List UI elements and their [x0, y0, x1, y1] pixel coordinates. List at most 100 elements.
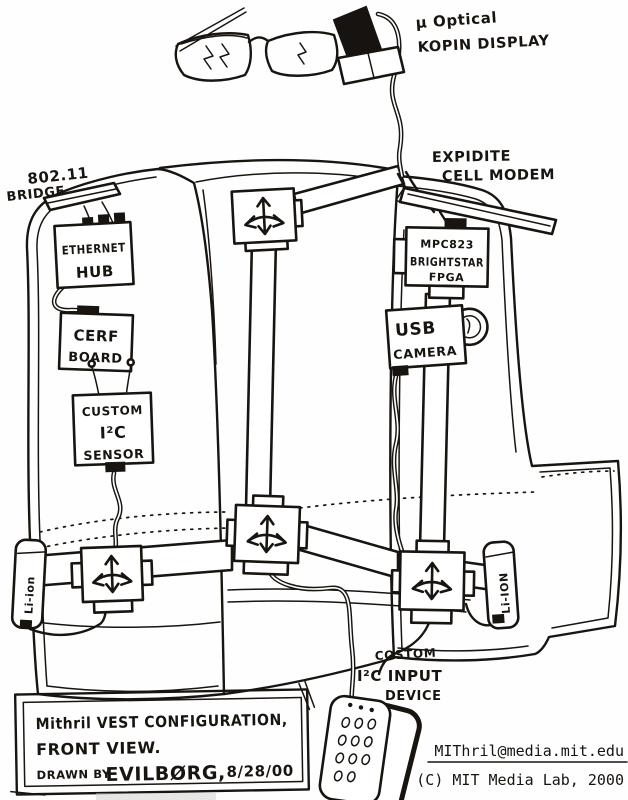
- battery-right-cap-line: [485, 551, 515, 558]
- sensor-antenna-right: [125, 364, 132, 393]
- lens-glint-icon: [297, 42, 307, 65]
- title-box-corner-overshoot-2: [304, 680, 316, 709]
- camera-cable: [391, 373, 406, 557]
- camera-cable-inner: [393, 375, 404, 555]
- sensor-cable-inner: [112, 472, 122, 551]
- device-button: [333, 770, 343, 782]
- input-device-label-line2: I²C INPUT: [357, 667, 442, 685]
- i2c-junction-bottom-right: [390, 539, 476, 625]
- i2c-junction-center: [225, 494, 309, 577]
- battery-right-terminal: [492, 613, 505, 624]
- modem-bar: [398, 186, 558, 236]
- title-box-inner: [22, 696, 304, 788]
- cell-modem: EXPIDITE CELL MODEM: [395, 149, 558, 236]
- battery-right-label: Li-ION: [497, 572, 513, 614]
- left-pocket-hem-line: [35, 621, 221, 628]
- glasses-left-lens-inner-line: [180, 34, 248, 45]
- waist-dashed-arc-left-1: [39, 511, 231, 533]
- bottom-right-junction-wire: [377, 610, 434, 676]
- device-button: [367, 718, 377, 730]
- vest-left-front-edge-line: [202, 189, 217, 365]
- device-button: [335, 752, 345, 764]
- lens-glint-icon: [203, 45, 214, 70]
- title-box-corner-overshoot-3: [10, 790, 46, 796]
- sensor-to-junction-cable: [111, 470, 123, 553]
- sensor-connector: [105, 461, 126, 473]
- battery-left-terminal: [19, 619, 33, 630]
- modem-label-line2: CELL MODEM: [442, 167, 555, 185]
- vest-collar-top-line: [158, 158, 398, 172]
- i2c-sensor: CUSTOM I²C SENSOR: [71, 358, 155, 473]
- bridge-bar-inner-line: [47, 188, 117, 204]
- device-button: [363, 736, 373, 748]
- i2c-input-device: COSTOM I²C INPUT DEVICE: [318, 646, 442, 800]
- copyright-text: (C) MIT Media Lab, 2000: [416, 771, 624, 789]
- fpga-label-line3: FPGA: [429, 271, 465, 285]
- sensor-label-line3: SENSOR: [83, 446, 144, 463]
- junction-to-input-device-cable: [265, 565, 357, 711]
- glasses-left-lens: [174, 32, 253, 82]
- glasses-bridge: [247, 36, 270, 44]
- display-mount-divider: [367, 52, 375, 79]
- glasses: [174, 5, 406, 86]
- battery-right: Li-ION: [482, 540, 520, 630]
- battery-right-body: [482, 540, 520, 630]
- device-cable-inner: [267, 567, 355, 709]
- device-button: [361, 754, 371, 766]
- fpga-connector: [444, 217, 467, 229]
- modem-bar-left-tip: [395, 187, 405, 203]
- title-line2: FRONT VIEW.: [36, 738, 161, 759]
- hub-box: [53, 220, 135, 290]
- sensor-antenna-left: [91, 365, 100, 396]
- hub-connector-2: [97, 214, 110, 224]
- waist-dashed-arc-right: [299, 491, 537, 509]
- cerf-label-line1: CERF: [73, 326, 119, 346]
- fpga-bottom-plate: [427, 284, 465, 300]
- input-device-label-line1: COSTOM: [374, 646, 436, 663]
- camera-lens-glint-icon: [466, 318, 471, 334]
- vest-left-panel: [25, 167, 226, 701]
- camera-label-line2: CAMERA: [393, 343, 458, 362]
- glasses-right-lens: [264, 30, 339, 77]
- lens-glint-icon: [219, 43, 230, 68]
- camera-tag: [384, 303, 468, 370]
- fpga-board: MPC823 BRIGHTSTAR FPGA: [392, 217, 490, 300]
- camera-label-line1: USB: [394, 318, 436, 341]
- display-cable-inner: [377, 13, 403, 177]
- fpga-label-line1: MPC823: [420, 238, 474, 252]
- device-button: [354, 717, 364, 729]
- title-credit-prefix: DRAWN BY: [36, 767, 111, 782]
- glasses-temple-line2: [179, 11, 247, 52]
- sensor-label-line2: I²C: [100, 423, 127, 443]
- sensor-label-line1: CUSTOM: [82, 403, 144, 419]
- i2c-junction-top: [230, 187, 304, 253]
- sensor-antenna-right-tip: [126, 358, 135, 367]
- device-button: [346, 771, 356, 783]
- device-button: [350, 735, 360, 747]
- display-label-line1: µ Optical: [415, 8, 498, 32]
- left-battery-wire: [28, 608, 108, 637]
- input-device-led: [358, 705, 364, 710]
- ethernet-hub: ETHERNET HUB: [53, 212, 135, 290]
- input-device-label-line3: DEVICE: [385, 689, 442, 704]
- title-credit-date: 8/28/00: [226, 762, 294, 781]
- device-button: [348, 753, 358, 765]
- battery-left-cap-line: [16, 551, 47, 555]
- title-credit-name: EVILBØRG,: [105, 762, 226, 786]
- display-cable: [375, 11, 405, 179]
- cerf-board: CERF BOARD: [57, 305, 135, 373]
- input-device-led: [369, 707, 374, 713]
- title-box-outer: [13, 688, 311, 796]
- waist-dashed-arc-left-2: [39, 527, 231, 549]
- cerf-label-line2: BOARD: [68, 350, 123, 367]
- hub-connector-3: [113, 212, 126, 222]
- contact-email: MIThril@media.mit.edu: [434, 742, 624, 760]
- modem-label-line1: EXPIDITE: [432, 149, 511, 166]
- modem-bar-inner-line: [407, 193, 551, 227]
- input-device-led: [348, 702, 353, 708]
- sensor-antenna-left-tip: [87, 359, 97, 369]
- center-vertical-strap: [244, 238, 278, 510]
- hub-label-line1: ETHERNET: [61, 240, 126, 257]
- title-block: Mithril VEST CONFIGURATION, FRONT VIEW. …: [10, 680, 316, 796]
